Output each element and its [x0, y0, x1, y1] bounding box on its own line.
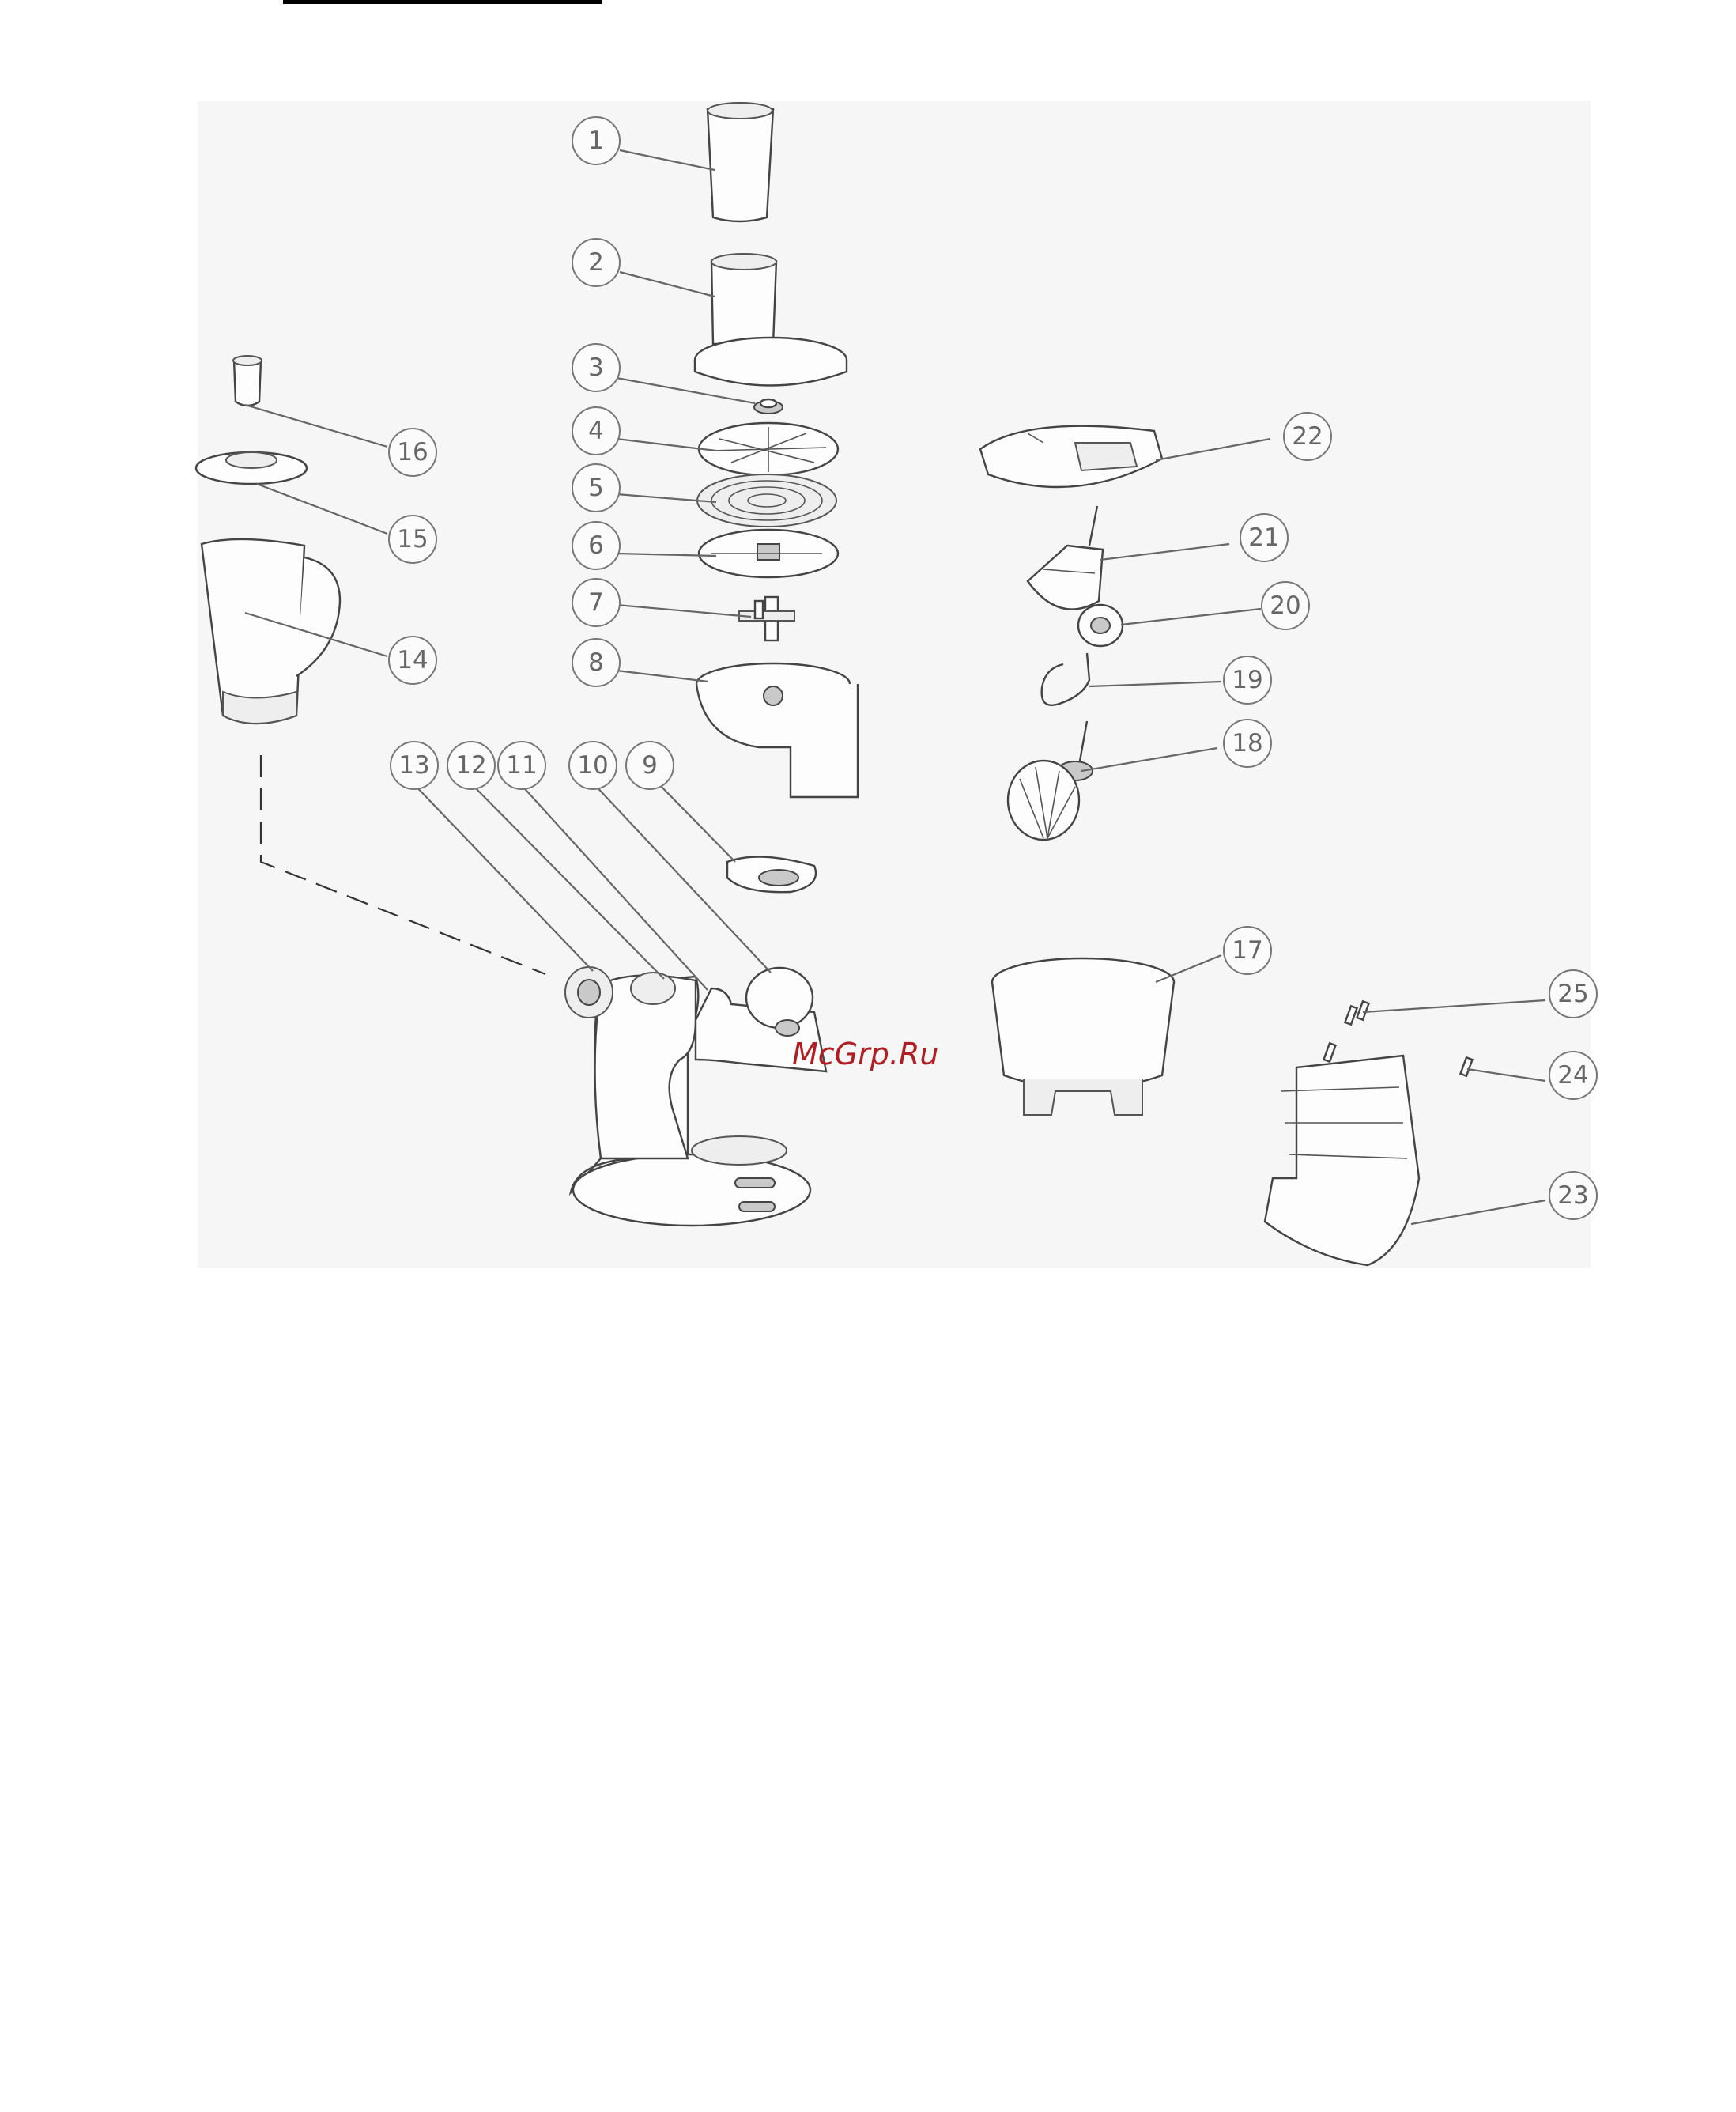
leader-9 — [654, 779, 735, 862]
leader-21 — [1100, 544, 1229, 560]
exploded-parts-diagram: 1 2 3 4 5 6 7 8 9 10 11 12 13 14 15 16 1… — [0, 0, 1736, 1281]
callout-17: 17 — [1224, 927, 1271, 974]
callout-label: 5 — [588, 474, 604, 502]
callout-22: 22 — [1284, 413, 1331, 460]
part-15-jug-lid — [196, 452, 307, 484]
leader-12 — [470, 783, 664, 979]
callout-label: 25 — [1557, 980, 1588, 1008]
callout-10: 10 — [569, 742, 617, 789]
callout-20: 20 — [1262, 582, 1309, 629]
part-13-blender-drive-cap — [565, 967, 613, 1018]
callout-label: 21 — [1248, 523, 1279, 552]
leader-20 — [1121, 609, 1261, 625]
callout-label: 22 — [1292, 422, 1323, 451]
callout-21: 21 — [1240, 514, 1288, 561]
leader-16 — [245, 405, 387, 447]
leader-11 — [519, 783, 708, 990]
callout-label: 10 — [577, 751, 608, 780]
callout-label: 13 — [398, 751, 429, 780]
part-14-blender-jug — [202, 539, 340, 724]
leader-25 — [1363, 1000, 1545, 1012]
part-16-measuring-cap — [233, 356, 262, 406]
callout-label: 15 — [397, 525, 428, 554]
callout-23: 23 — [1549, 1172, 1597, 1219]
callout-4: 4 — [572, 407, 620, 455]
leader-13 — [413, 783, 593, 971]
part-6-emulsifying-disc — [699, 530, 838, 577]
callout-label: 4 — [588, 417, 604, 445]
part-8-processor-bowl — [696, 663, 858, 797]
callout-11: 11 — [498, 742, 545, 789]
callout-18: 18 — [1224, 720, 1271, 767]
part-4-slicing-disc — [699, 423, 838, 475]
callout-1: 1 — [572, 117, 620, 164]
callout-24: 24 — [1549, 1052, 1597, 1099]
leader-19 — [1089, 682, 1221, 686]
callout-label: 6 — [588, 531, 604, 560]
jug-placement-dashed-line — [261, 755, 545, 974]
callout-label: 20 — [1270, 591, 1300, 620]
callout-5: 5 — [572, 464, 620, 512]
part-17-mixing-bowl — [992, 958, 1174, 1115]
leader-23 — [1411, 1200, 1545, 1224]
callout-label: 7 — [588, 588, 604, 617]
part-23-accessory-holder — [1265, 1056, 1419, 1265]
callout-14: 14 — [389, 637, 436, 684]
callout-7: 7 — [572, 579, 620, 626]
callout-label: 14 — [397, 646, 428, 674]
callout-label: 9 — [642, 751, 658, 780]
part-5-grating-disc — [697, 474, 836, 527]
part-19-dough-hook — [1042, 653, 1089, 705]
part-1-food-pusher — [708, 103, 773, 221]
callout-label: 3 — [588, 353, 604, 382]
callout-label: 19 — [1232, 666, 1262, 694]
callout-8: 8 — [572, 639, 620, 686]
leader-1 — [620, 150, 715, 170]
callout-2: 2 — [572, 239, 620, 286]
callout-15: 15 — [389, 516, 436, 563]
part-22-splash-guard-lid — [980, 426, 1162, 487]
callout-3: 3 — [572, 344, 620, 391]
leader-17 — [1156, 955, 1221, 982]
part-21-flat-beater — [1028, 506, 1103, 610]
leader-15 — [257, 484, 387, 534]
part-20-coupling — [1078, 605, 1123, 646]
callout-label: 24 — [1557, 1061, 1588, 1090]
callout-9: 9 — [626, 742, 674, 789]
callout-12: 12 — [447, 742, 495, 789]
watermark-text: McGrp.Ru — [792, 1037, 938, 1071]
callout-label: 2 — [588, 248, 604, 277]
leader-24 — [1467, 1069, 1545, 1081]
part-2-processor-lid — [695, 254, 847, 386]
leader-2 — [620, 272, 715, 297]
callout-label: 18 — [1232, 729, 1262, 758]
callout-label: 17 — [1232, 936, 1262, 965]
callout-16: 16 — [389, 429, 436, 476]
callout-label: 23 — [1557, 1181, 1588, 1210]
callout-label: 16 — [397, 438, 428, 467]
part-18-balloon-whisk — [1008, 721, 1093, 840]
part-3-coupler — [754, 399, 783, 414]
part-7-disc-holder — [739, 597, 794, 640]
leader-7 — [617, 605, 751, 617]
callout-13: 13 — [391, 742, 438, 789]
callout-label: 12 — [455, 751, 486, 780]
callout-label: 11 — [506, 751, 537, 780]
callout-6: 6 — [572, 522, 620, 569]
part-9-outlet-cover — [727, 857, 816, 893]
callout-19: 19 — [1224, 656, 1271, 704]
leader-18 — [1081, 748, 1217, 771]
callout-label: 8 — [588, 648, 604, 677]
callout-label: 1 — [588, 127, 604, 155]
leader-8 — [617, 671, 708, 682]
part-25-pins — [1345, 1001, 1368, 1024]
callout-25: 25 — [1549, 970, 1597, 1018]
leader-22 — [1156, 439, 1270, 460]
